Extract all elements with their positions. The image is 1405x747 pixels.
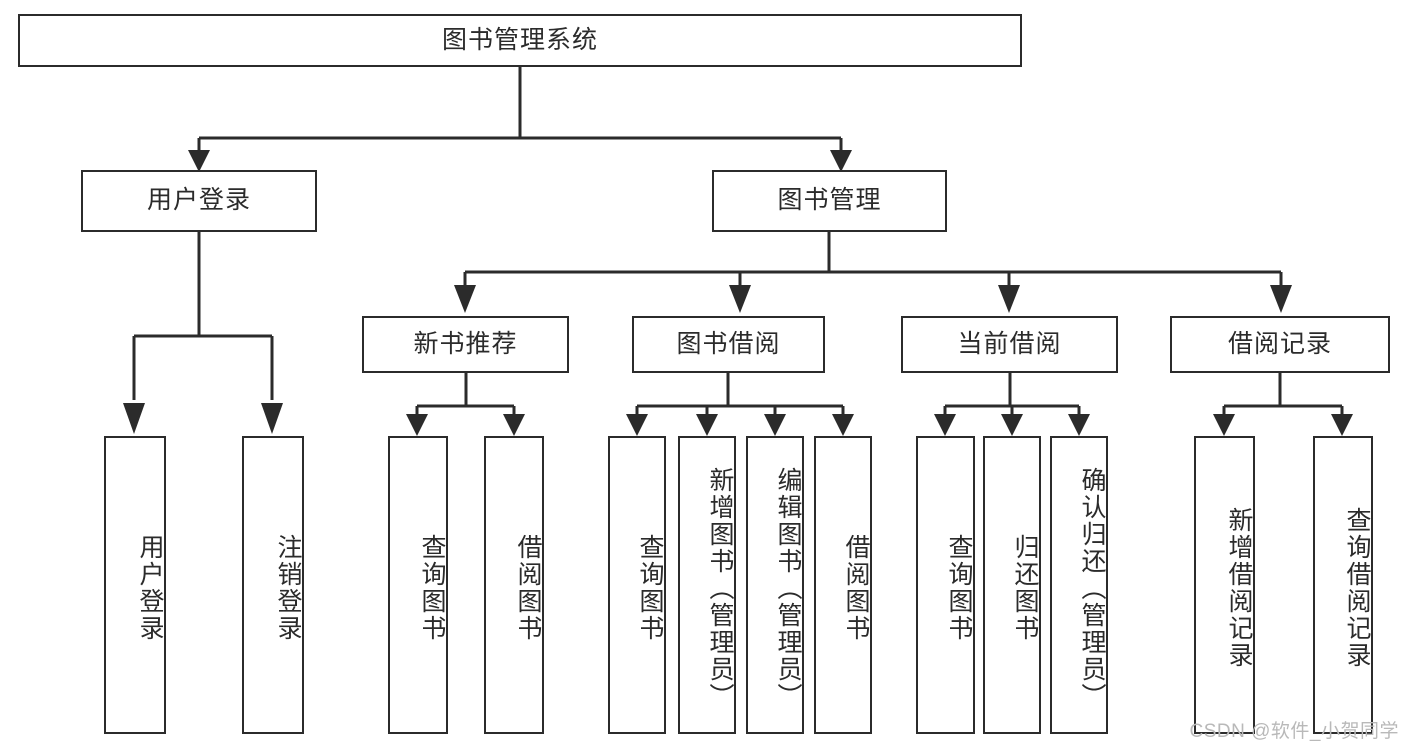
node-label: 用户登录 bbox=[146, 186, 251, 215]
node-user-login[interactable]: 用户登录 bbox=[81, 170, 317, 232]
node-leaf-query-book-2[interactable]: 查询图书 bbox=[608, 436, 666, 734]
node-label: 查询图书 bbox=[636, 534, 664, 642]
node-leaf-return-book[interactable]: 归还图书 bbox=[983, 436, 1041, 734]
node-label: 用户登录 bbox=[136, 534, 164, 642]
node-borrow-record[interactable]: 借阅记录 bbox=[1170, 316, 1390, 373]
node-root-system[interactable]: 图书管理系统 bbox=[18, 14, 1022, 67]
node-label: 编辑图书（管理员） bbox=[774, 466, 802, 710]
node-leaf-query-book-3[interactable]: 查询图书 bbox=[916, 436, 975, 734]
node-leaf-add-book[interactable]: 新增图书（管理员） bbox=[678, 436, 736, 734]
node-leaf-logout[interactable]: 注销登录 bbox=[242, 436, 304, 734]
node-label: 图书管理系统 bbox=[441, 25, 598, 54]
node-leaf-confirm-return[interactable]: 确认归还（管理员） bbox=[1050, 436, 1108, 734]
node-leaf-borrow-book-2[interactable]: 借阅图书 bbox=[814, 436, 872, 734]
node-new-book-rec[interactable]: 新书推荐 bbox=[362, 316, 569, 373]
node-leaf-user-login[interactable]: 用户登录 bbox=[104, 436, 166, 734]
node-label: 注销登录 bbox=[274, 534, 302, 642]
node-label: 查询借阅记录 bbox=[1343, 507, 1371, 669]
node-label: 新增图书（管理员） bbox=[706, 466, 734, 710]
node-label: 新书推荐 bbox=[413, 329, 518, 358]
node-leaf-add-record[interactable]: 新增借阅记录 bbox=[1194, 436, 1255, 734]
node-label: 确认归还（管理员） bbox=[1078, 466, 1106, 710]
node-label: 图书借阅 bbox=[676, 329, 781, 358]
node-label: 借阅图书 bbox=[514, 534, 542, 642]
node-leaf-query-book-1[interactable]: 查询图书 bbox=[388, 436, 448, 734]
node-leaf-borrow-book-1[interactable]: 借阅图书 bbox=[484, 436, 544, 734]
node-label: 查询图书 bbox=[418, 534, 446, 642]
node-leaf-edit-book[interactable]: 编辑图书（管理员） bbox=[746, 436, 804, 734]
node-label: 新增借阅记录 bbox=[1225, 507, 1253, 669]
node-label: 归还图书 bbox=[1011, 534, 1039, 642]
node-label: 当前借阅 bbox=[957, 329, 1062, 358]
csdn-watermark: CSDN @软件_小贺同学 bbox=[1189, 721, 1399, 742]
node-leaf-query-record[interactable]: 查询借阅记录 bbox=[1313, 436, 1373, 734]
node-label: 借阅图书 bbox=[842, 534, 870, 642]
node-label: 借阅记录 bbox=[1227, 329, 1332, 358]
node-label: 图书管理 bbox=[777, 186, 882, 215]
node-book-manage[interactable]: 图书管理 bbox=[712, 170, 947, 232]
node-current-borrow[interactable]: 当前借阅 bbox=[901, 316, 1118, 373]
node-label: 查询图书 bbox=[945, 534, 973, 642]
node-book-borrow[interactable]: 图书借阅 bbox=[632, 316, 825, 373]
